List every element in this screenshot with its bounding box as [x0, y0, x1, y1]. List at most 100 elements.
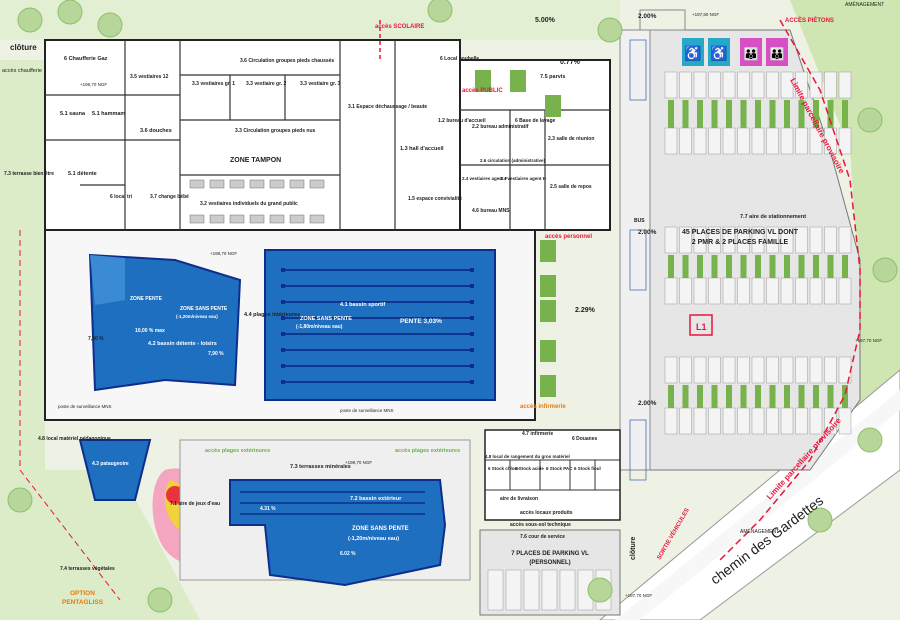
lane-mark: [470, 300, 474, 304]
label-bus: BUS: [634, 218, 645, 224]
lane-mark: [470, 268, 474, 272]
label-zone-sans-pente-3b: (-1,20m/niveau eau): [348, 536, 399, 542]
label-stock-chlore: 6 Stock chlore: [488, 466, 519, 471]
label-stock-fioul: 6 Stock fioul: [574, 466, 601, 471]
planting-bay: [798, 255, 805, 278]
label-parking-perso-2: (PERSONNEL): [529, 560, 570, 566]
lane-mark: [470, 380, 474, 384]
label-niv-2: +198,70 NGF: [80, 82, 107, 87]
label-parking-line1: 45 PLACES DE PARKING VL DONT: [682, 229, 799, 236]
parking-bay: [824, 71, 837, 99]
southwest-grass: [0, 470, 200, 620]
label-circ-admin: 2.6 circulation (administrative): [480, 158, 546, 163]
label-pente: PENTE 3,03%: [400, 318, 442, 325]
parking-bay: [737, 226, 750, 254]
parking-bay: [664, 127, 678, 155]
tree-icon: [807, 507, 833, 533]
label-hall: 1.3 hall d'accueil: [400, 146, 444, 152]
label-stock-pac: 6 Stock PAC: [546, 466, 573, 471]
parking-bay: [664, 407, 678, 435]
lane-mark: [281, 316, 285, 320]
building-north: [44, 39, 461, 231]
outdoor-pool-lanes: [240, 491, 425, 515]
pmr-icon: ♿: [684, 45, 701, 62]
label-bureau-admin: 2.2 bureau administratif: [472, 124, 529, 130]
planting-bay: [668, 385, 674, 408]
planting-bay: [784, 255, 790, 278]
locker: [269, 179, 285, 189]
parking-bay: [751, 226, 765, 254]
label-detente: 5.1 détente: [68, 171, 97, 177]
label-local-tri: 6 local tri: [110, 194, 133, 200]
parking-bay: [722, 407, 736, 435]
label-acces-chaufferie: accès chaufferie: [2, 68, 42, 74]
label-terrasses-min: 7.3 terrasses minérales: [290, 464, 351, 470]
label-base-lavage: 6 Base de lavage: [515, 118, 556, 124]
label-l1: L1: [696, 322, 707, 332]
parking-bay: [751, 356, 765, 384]
parking-bay: [751, 277, 765, 305]
label-circ-pieds-nus: 3.3 Circulation groupes pieds nus: [235, 128, 316, 134]
label-stock-acide: 6 Stock acide: [515, 466, 544, 471]
parking-bay: [780, 356, 794, 384]
family-place: [740, 38, 762, 66]
planting-bay: [769, 385, 776, 408]
parking-bay: [766, 277, 779, 305]
west-grass: [0, 60, 45, 470]
planting-bay: [726, 255, 732, 278]
trees: [7, 0, 898, 613]
planting-bay: [769, 100, 776, 128]
parking-bay: [824, 356, 837, 384]
parking-bay: [838, 277, 852, 305]
planting-bay: [697, 255, 703, 278]
parking-bay: [795, 356, 808, 384]
label-vest-gr3: 3.3 vestiaire gr. 3: [300, 81, 341, 87]
parking-bay: [722, 277, 736, 305]
parking-bay: [737, 407, 750, 435]
label-parking-perso-1: 7 PLACES DE PARKING VL: [511, 551, 589, 557]
label-pct-780: 7,80 %: [88, 336, 104, 342]
label-pct-790: 7,90 %: [208, 351, 224, 357]
stock-walls: [485, 459, 620, 491]
parking-bay: [766, 356, 779, 384]
label-vest-agents-f: 2.4 vestiaires agent F: [462, 176, 508, 181]
lane-mark: [281, 300, 285, 304]
label-sauna: 5.1 sauna: [60, 111, 86, 117]
tree-icon: [587, 577, 613, 603]
staff-parking-bay: [541, 569, 558, 611]
planting-bay: [827, 255, 834, 278]
parking-bay: [708, 226, 721, 254]
label-bassin-sportif: 4.1 bassin sportif: [340, 302, 385, 308]
lane-mark: [281, 332, 285, 336]
lane-mark: [281, 364, 285, 368]
tree-icon: [7, 487, 33, 513]
label-plages: 4.4 plages intérieures: [244, 312, 300, 318]
parking-bay: [766, 71, 779, 99]
planting-bay: [697, 385, 703, 408]
parking-bay: [766, 407, 779, 435]
parking-bay: [809, 226, 823, 254]
tree-icon: [97, 12, 123, 38]
pmr-icon: ♿: [710, 45, 727, 62]
label-zone-tampon: ZONE TAMPON: [230, 157, 281, 164]
lane-mark: [281, 268, 285, 272]
label-cloture-top: clôture: [10, 43, 37, 52]
parking-bay: [679, 226, 692, 254]
label-niv-3: +198,70 NGF: [210, 251, 237, 256]
parking-bay: [795, 127, 808, 155]
parking-bay: [737, 127, 750, 155]
label-pct-1000: 10,00 % max: [135, 328, 165, 334]
planting-bay: [842, 100, 848, 128]
sports-pool: [264, 249, 496, 401]
lane-mark: [470, 348, 474, 352]
parking-bay: [737, 277, 750, 305]
label-douanes: 6 Douanes: [572, 436, 598, 442]
label-terrasse-bien-etre: 7.3 terrasse bien être: [4, 171, 54, 177]
planting-bay: [827, 100, 834, 128]
label-cour-service: 7.6 cour de service: [520, 534, 565, 540]
label-poste-surv-1: poste de surveillance MNS: [58, 404, 112, 409]
label-acces-locaux: accès locaux produits: [520, 510, 573, 516]
locker: [309, 214, 325, 224]
label-vest-agents-h: 2.4 vestiaires agent H: [500, 176, 546, 181]
planting-bay: [798, 385, 805, 408]
